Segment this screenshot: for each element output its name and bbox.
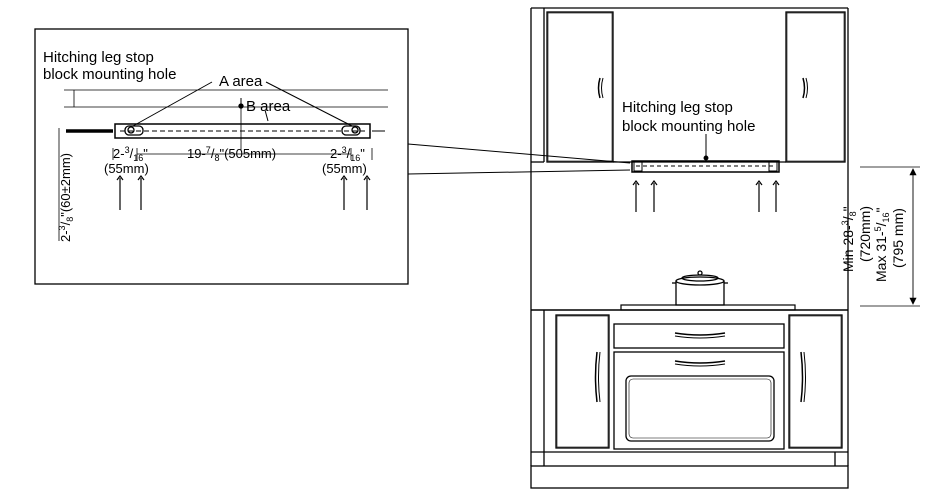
right-spacing-dim: 2-3/16"	[330, 145, 365, 163]
left-spacing-dim: 2-3/16"	[113, 145, 148, 163]
screws-kitchen	[632, 180, 780, 212]
mounting-hole-left	[127, 126, 135, 134]
max-height-mm: (795 mm)	[890, 208, 906, 268]
b-area-label: B area	[246, 98, 291, 115]
toe-kick	[530, 465, 849, 489]
kitchen-label-line2: block mounting hole	[622, 118, 755, 135]
min-height-mm: (720mm)	[857, 206, 873, 262]
pot	[672, 270, 728, 306]
kitchen-elevation	[530, 7, 920, 489]
lower-cabinet-right	[788, 314, 843, 449]
center-spacing-dim: 19-7/8"(505mm)	[187, 145, 276, 163]
mounting-hole-right	[351, 126, 359, 134]
lower-cabinet-left	[543, 310, 610, 452]
right-spacing-mm: (55mm)	[322, 161, 367, 176]
detail-callout	[34, 28, 409, 285]
zoom-line-bottom	[407, 169, 631, 175]
screws-detail	[116, 175, 371, 210]
bracket-height-dim: 2-3/8"(60±2mm)	[57, 153, 75, 242]
kitchen-label-line1: Hitching leg stop	[622, 99, 733, 116]
min-height-dim: Min 28-3/8"	[840, 206, 858, 272]
max-height-dim: Max 31-5/16"	[873, 208, 891, 283]
oven	[613, 323, 785, 450]
upper-cabinet-right	[785, 11, 846, 163]
a-area-label: A area	[219, 73, 263, 90]
upper-cabinet-left	[546, 11, 614, 163]
left-spacing-mm: (55mm)	[104, 161, 149, 176]
bracket-detail	[66, 98, 385, 150]
detail-label-line1: Hitching leg stop	[43, 49, 154, 66]
detail-label-line2: block mounting hole	[43, 66, 176, 83]
detail-frame	[34, 28, 409, 285]
bracket-kitchen	[631, 134, 780, 173]
zoom-line-top	[407, 143, 631, 164]
